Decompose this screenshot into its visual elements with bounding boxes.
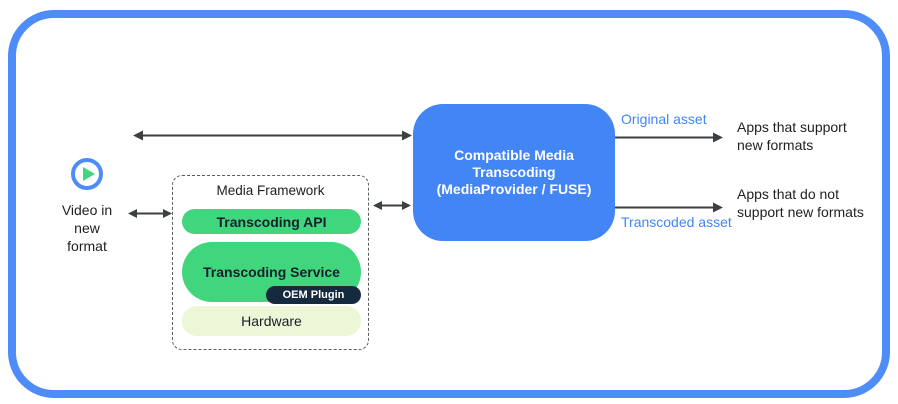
play-icon: [71, 158, 103, 190]
apps-no-support-new-formats-label: Apps that do not support new formats: [737, 186, 864, 220]
video-source-label: Video in new format: [61, 202, 113, 254]
play-triangle-icon: [83, 167, 95, 181]
transcoding-box-line-2: Transcoding: [472, 164, 556, 180]
original-asset-label: Original asset: [621, 111, 707, 127]
oem-plugin-pill: OEM Plugin: [266, 286, 361, 304]
hardware-pill: Hardware: [182, 306, 361, 336]
transcoding-api-pill: Transcoding API: [182, 209, 361, 234]
media-framework-box: Media Framework Transcoding API Transcod…: [172, 175, 369, 350]
compatible-media-transcoding-box: Compatible Media Transcoding (MediaProvi…: [413, 104, 615, 241]
media-framework-title: Media Framework: [216, 183, 325, 198]
apps-support-new-formats-label: Apps that support new formats: [737, 119, 847, 153]
transcoding-box-line-3: (MediaProvider / FUSE): [436, 181, 592, 197]
outer-frame: [8, 10, 890, 398]
transcoding-box-line-1: Compatible Media: [454, 147, 574, 163]
transcoded-asset-label: Transcoded asset: [621, 214, 732, 230]
